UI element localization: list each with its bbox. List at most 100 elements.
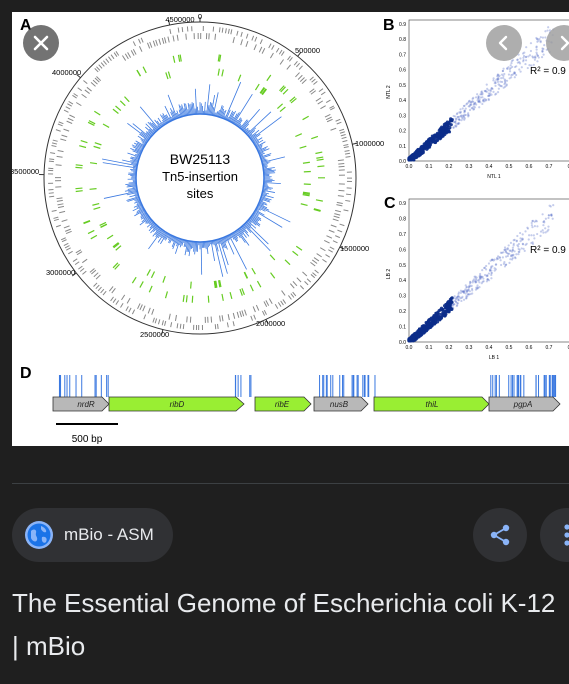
page-title[interactable]: The Essential Genome of Escherichia coli… <box>12 588 556 661</box>
scatter-point <box>530 241 533 245</box>
essential-tick <box>75 187 83 190</box>
scatter-point <box>519 231 522 235</box>
insertion-spike <box>175 112 179 118</box>
scatter-point <box>474 102 477 105</box>
tick-label-2000000: 2000000 <box>256 319 285 328</box>
scatter-point <box>477 279 480 282</box>
scatter-point <box>462 291 466 294</box>
scatter-point <box>463 104 466 107</box>
scatter-point <box>424 141 428 145</box>
gene-tick <box>154 318 158 324</box>
gene-tick <box>326 118 333 123</box>
gene-tick <box>111 287 116 294</box>
gene-tick <box>56 197 63 200</box>
scatter-point <box>529 42 533 45</box>
scatter-point <box>490 277 493 280</box>
scatter-point <box>483 89 486 93</box>
scatter-point <box>504 81 507 85</box>
gene-tick <box>49 195 55 198</box>
scatter-point <box>474 281 477 284</box>
scatter-point <box>465 290 468 293</box>
essential-tick <box>87 121 95 126</box>
scatter-point <box>469 285 472 288</box>
insertion-spike <box>226 235 230 241</box>
insertion-spike <box>184 240 189 256</box>
gene-tick <box>63 225 70 229</box>
scatter-point <box>470 103 473 106</box>
x-tick-label: 0.3 <box>466 345 473 351</box>
gene-track <box>52 396 561 412</box>
scatter-point <box>478 277 481 280</box>
scatter-point <box>438 312 442 317</box>
scatter-point <box>496 78 499 82</box>
insertion-spike <box>254 211 259 216</box>
source-chip[interactable]: mBio - ASM <box>12 508 173 562</box>
essential-tick <box>79 145 87 149</box>
gene-tick <box>182 324 185 330</box>
scatter-point <box>521 52 525 55</box>
gene-tick <box>252 306 256 313</box>
insertion-spike <box>253 137 263 144</box>
close-button[interactable] <box>23 25 59 61</box>
gene-tick <box>103 60 107 65</box>
insertion-spike <box>241 109 261 130</box>
scatter-point <box>468 99 471 102</box>
scatter-point <box>490 269 493 272</box>
scatter-point <box>472 105 475 108</box>
insertion-spike <box>261 158 267 161</box>
insertion-spike <box>262 164 268 167</box>
gene-tick <box>50 152 56 154</box>
essential-tick <box>106 234 114 240</box>
gene-tick <box>240 39 243 46</box>
scatter-point <box>461 117 464 120</box>
insertion-spike <box>165 233 170 241</box>
gene-tick <box>301 79 307 84</box>
scatter-point <box>516 61 519 64</box>
insertion-spike <box>152 224 157 229</box>
scatter-point <box>508 77 511 80</box>
insertion-spike <box>169 235 174 244</box>
scatter-point <box>454 117 457 120</box>
insertion-spike <box>141 216 150 223</box>
share-button[interactable] <box>473 508 527 562</box>
scatter-point <box>465 285 468 288</box>
scatter-point <box>473 106 477 109</box>
scatter-point <box>453 299 457 303</box>
scatter-point <box>525 46 528 49</box>
gene-tick <box>335 235 341 239</box>
next-image-button[interactable] <box>546 25 569 61</box>
scatter-point <box>546 29 549 32</box>
scatter-point <box>462 291 466 294</box>
scatter-point <box>512 72 516 75</box>
gene-tick <box>108 56 112 61</box>
scatter-point <box>506 254 509 258</box>
insertion-spike <box>239 228 247 238</box>
gene-tick <box>287 55 291 61</box>
insertion-spike <box>263 182 281 185</box>
insertion-spike <box>135 144 144 150</box>
scatter-point <box>471 279 475 282</box>
scatter-point <box>471 106 474 110</box>
previous-image-button[interactable] <box>486 25 522 61</box>
scatter-point <box>407 338 411 342</box>
gene-tick <box>329 246 335 250</box>
scatter-point <box>494 80 497 83</box>
essential-tick <box>256 280 262 288</box>
gene-tick <box>279 59 284 65</box>
scatter-point <box>471 281 474 284</box>
coordinate-ticks <box>39 17 358 335</box>
scatter-point <box>466 289 469 293</box>
gene-tick <box>143 314 147 320</box>
gene-tick <box>310 261 316 267</box>
y-tick-label: 0.2 <box>399 309 406 315</box>
insertion-spike <box>126 196 139 201</box>
scatter-point <box>544 227 547 230</box>
scatter-point <box>532 63 535 66</box>
more-options-button[interactable] <box>540 508 569 562</box>
essential-tick <box>249 284 254 292</box>
gene-tick <box>57 205 65 209</box>
figure-image[interactable]: A BW25113 Tn5-insertion sites 4500000 0 … <box>12 12 569 446</box>
x-tick-label: 0.5 <box>506 164 513 170</box>
gene-tick <box>77 87 83 92</box>
